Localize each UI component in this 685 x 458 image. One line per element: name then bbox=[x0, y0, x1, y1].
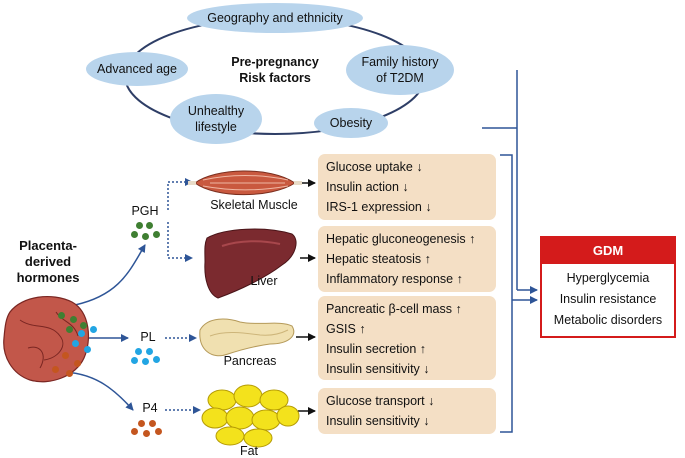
fat-cells-illustration bbox=[201, 384, 300, 448]
risk-age-ellipse: Advanced age bbox=[86, 52, 188, 86]
effect-line: Glucose uptake ↓ bbox=[326, 160, 423, 174]
effects-bracket bbox=[500, 154, 513, 433]
organ-pancreas-label: Pancreas bbox=[223, 354, 277, 368]
placenta-title: Placenta- derived hormones bbox=[16, 238, 80, 285]
pancreas-illustration bbox=[199, 318, 295, 357]
liver-illustration bbox=[204, 228, 297, 299]
gdm-box: GDM Hyperglycemia Insulin resistance Met… bbox=[540, 236, 676, 338]
effect-line: Insulin action ↓ bbox=[326, 180, 409, 194]
effect-line: Insulin sensitivity ↓ bbox=[326, 414, 430, 428]
placenta-to-p4-arrow bbox=[59, 371, 134, 411]
effect-line: Glucose transport ↓ bbox=[326, 394, 435, 408]
risk-geography-ellipse: Geography and ethnicity bbox=[187, 3, 363, 33]
effect-line: Hepatic gluconeogenesis ↑ bbox=[326, 232, 476, 246]
hormone-p4-label: P4 bbox=[142, 401, 158, 415]
gdm-item: Insulin resistance bbox=[559, 292, 657, 306]
effect-line: Hepatic steatosis ↑ bbox=[326, 252, 431, 266]
risk-center-label: Pre-pregnancy Risk factors bbox=[231, 55, 319, 85]
risk-age-label: Advanced age bbox=[97, 62, 177, 76]
skeletal-muscle-illustration bbox=[188, 170, 302, 196]
muscle-effects-box: Glucose uptake ↓ Insulin action ↓ IRS-1 … bbox=[318, 154, 496, 220]
effect-line: GSIS ↑ bbox=[326, 322, 366, 336]
liver-effects-box: Hepatic gluconeogenesis ↑ Hepatic steato… bbox=[318, 226, 496, 292]
hormone-pgh-label: PGH bbox=[131, 204, 159, 218]
gdm-item: Metabolic disorders bbox=[553, 313, 663, 327]
effect-line: Inflammatory response ↑ bbox=[326, 272, 463, 286]
risk-obesity-ellipse: Obesity bbox=[314, 108, 388, 138]
risk-bracket bbox=[482, 70, 518, 290]
risk-obesity-label: Obesity bbox=[329, 116, 373, 130]
effect-line: Pancreatic β-cell mass ↑ bbox=[326, 302, 462, 316]
organ-muscle-label: Skeletal Muscle bbox=[210, 198, 298, 212]
risk-lifestyle-label: Unhealthy lifestyle bbox=[187, 104, 245, 134]
risk-lifestyle-ellipse: Unhealthy lifestyle bbox=[170, 94, 262, 144]
risk-family-label: Family history of T2DM bbox=[361, 55, 439, 85]
pancreas-effects-box: Pancreatic β-cell mass ↑ GSIS ↑ Insulin … bbox=[318, 296, 496, 380]
hormone-pl-label: PL bbox=[140, 330, 156, 344]
effect-line: IRS-1 expression ↓ bbox=[326, 200, 432, 214]
effect-line: Insulin secretion ↑ bbox=[326, 342, 427, 356]
organ-fat-label: Fat bbox=[239, 444, 259, 458]
placenta-to-pgh-arrow bbox=[74, 244, 146, 306]
organ-liver-label: Liver bbox=[250, 274, 278, 288]
fat-effects-box: Glucose transport ↓ Insulin sensitivity … bbox=[318, 388, 496, 434]
pgh-to-muscle-dotted bbox=[167, 178, 193, 210]
risk-geography-label: Geography and ethnicity bbox=[207, 11, 343, 25]
risk-family-ellipse: Family history of T2DM bbox=[346, 45, 454, 95]
gdm-title: GDM bbox=[542, 238, 674, 264]
gdm-item: Hyperglycemia bbox=[566, 271, 650, 285]
effect-line: Insulin sensitivity ↓ bbox=[326, 362, 430, 376]
pgh-to-liver-dotted bbox=[167, 222, 193, 262]
